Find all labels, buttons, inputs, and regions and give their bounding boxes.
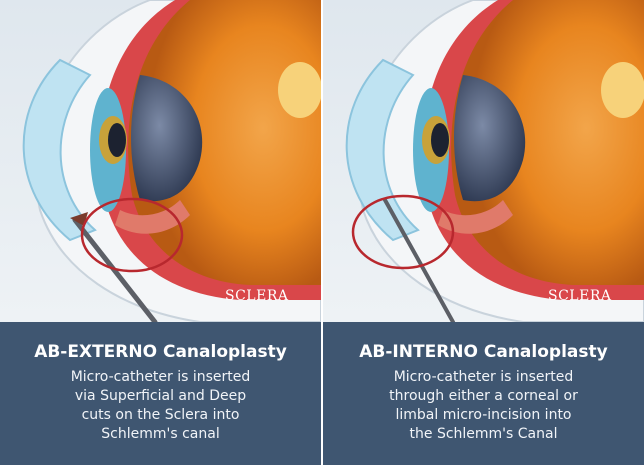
pupil: [431, 123, 449, 157]
pupil: [108, 123, 126, 157]
optic-disc: [601, 62, 644, 118]
ab-interno-panel: SCLERA AB-INTERNO Canaloplasty Micro-cat…: [323, 0, 644, 465]
ab-externo-panel: SCLERA AB-EXTERNO Canaloplasty Micro-cat…: [0, 0, 321, 465]
ab-externo-description: Micro-catheter is inserted via Superfici…: [10, 368, 311, 444]
ab-externo-title: AB-EXTERNO Canaloplasty: [10, 340, 311, 364]
ab-interno-description: Micro-catheter is inserted through eithe…: [333, 368, 634, 444]
ab-interno-caption: AB-INTERNO Canaloplasty Micro-catheter i…: [323, 322, 644, 465]
ab-externo-caption: AB-EXTERNO Canaloplasty Micro-catheter i…: [0, 322, 321, 465]
optic-disc: [278, 62, 321, 118]
eye-cross-section-illustration: SCLERA: [0, 0, 321, 322]
sclera-label: SCLERA: [548, 288, 612, 304]
sclera-label: SCLERA: [225, 288, 289, 304]
eye-cross-section-illustration: SCLERA: [323, 0, 644, 322]
ab-interno-title: AB-INTERNO Canaloplasty: [333, 340, 634, 364]
